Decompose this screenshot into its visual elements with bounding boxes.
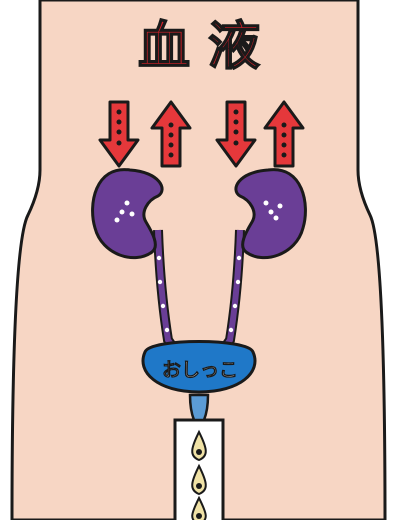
bladder-label: おしっこ: [150, 355, 250, 382]
diagram-title: 血液: [0, 4, 398, 79]
urine-stream: [190, 395, 208, 420]
